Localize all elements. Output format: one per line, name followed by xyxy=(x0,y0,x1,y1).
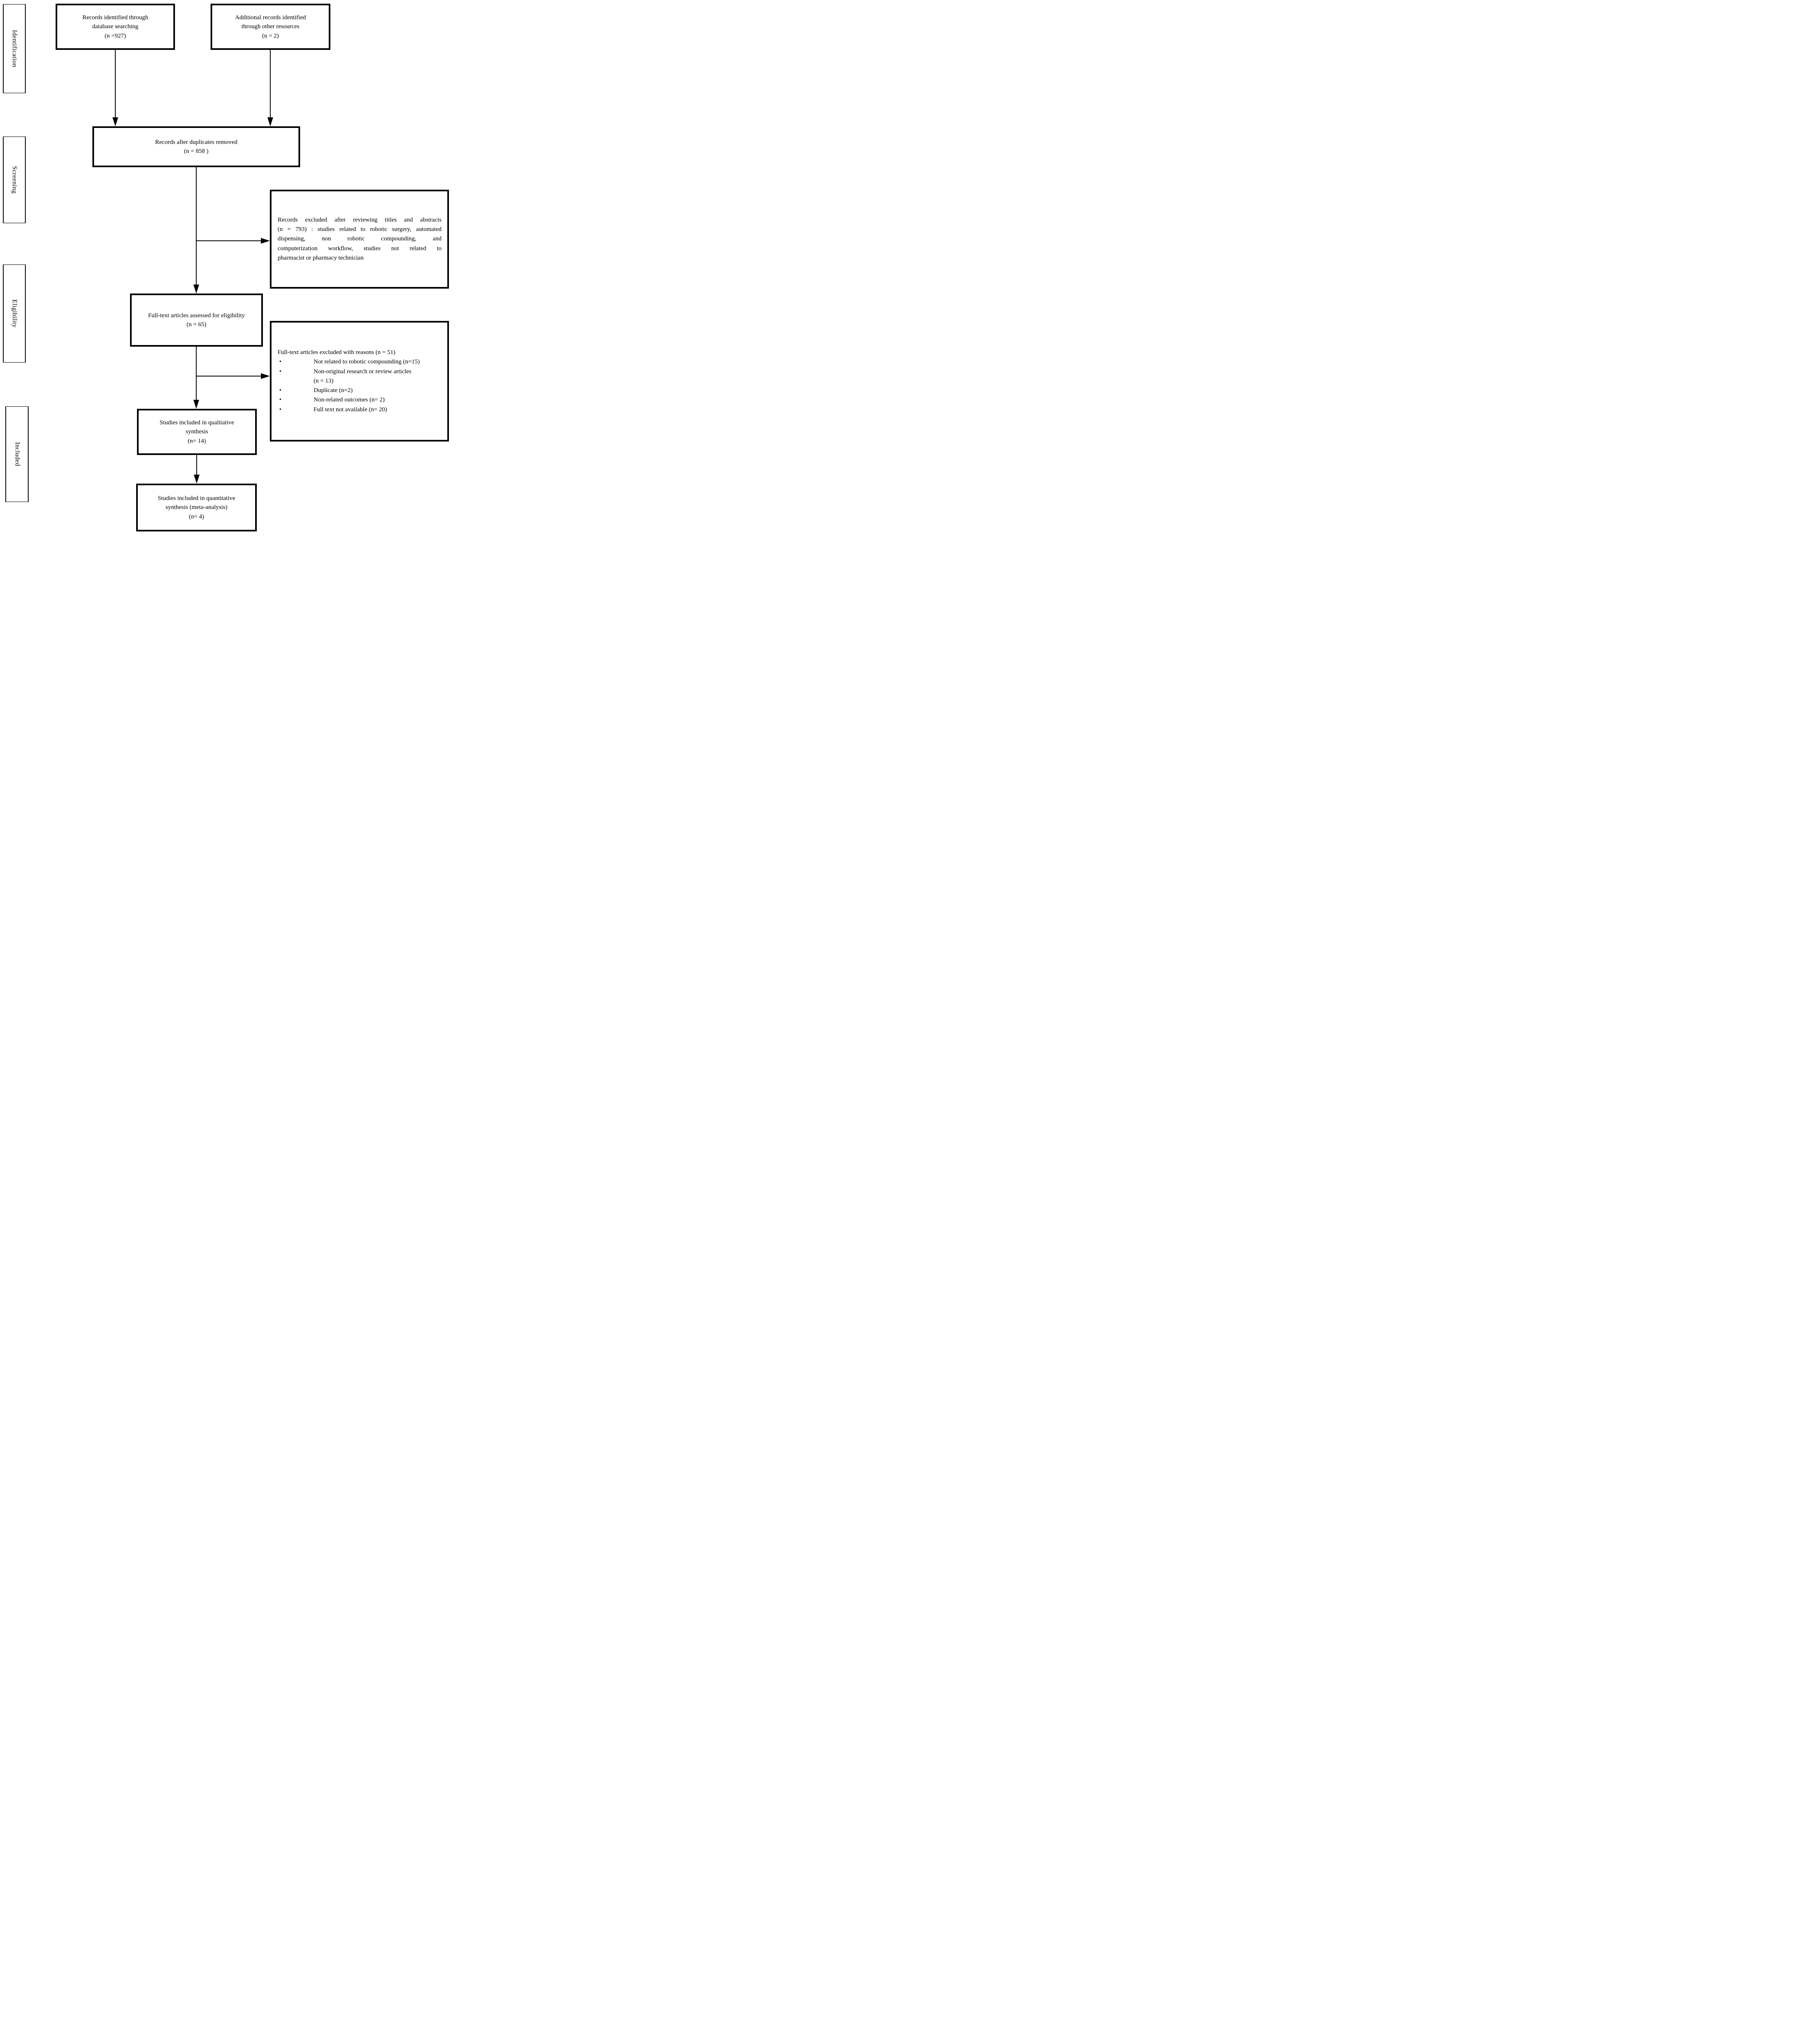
arrowhead-down-icon xyxy=(267,117,273,126)
box-text-line: (n= 4) xyxy=(188,513,204,520)
connector-qualitative-to-quantitative xyxy=(196,455,197,475)
stage-label-included: Included xyxy=(13,442,21,466)
prisma-flow-diagram: Identification Screening Eligibility Inc… xyxy=(0,0,451,534)
box-text-line: Duplicate (n=2) xyxy=(314,387,353,394)
stage-label-identification: Identification xyxy=(11,30,18,67)
box-text-line: Non-related outcomes (n= 2) xyxy=(314,397,385,403)
flow-box-records-identified: Records identified through database sear… xyxy=(56,4,175,50)
box-text-line: (n= 14) xyxy=(188,437,206,444)
box-text-line: (n = 858 ) xyxy=(184,148,209,155)
flow-box-duplicates-removed: Records after duplicates removed (n = 85… xyxy=(92,126,300,167)
excluded-reason-item: • Non-original research or review articl… xyxy=(278,367,442,386)
bullet-icon: • xyxy=(279,368,282,375)
bullet-icon: • xyxy=(279,397,282,403)
box-text-line: (n = 793) : studies related to robotic s… xyxy=(278,226,442,233)
box-text-line: Not related to robotic compounding (n=15… xyxy=(314,359,420,365)
box-text-line: Full-text articles assessed for eligibil… xyxy=(148,312,245,319)
box-text-line: (n = 2) xyxy=(262,32,279,39)
connector-branch-to-fulltext-excluded xyxy=(196,376,261,377)
bullet-icon: • xyxy=(279,359,282,365)
stage-box-eligibility: Eligibility xyxy=(3,264,26,363)
box-text-line: database searching xyxy=(92,23,139,30)
box-text-line: pharmacist or pharmacy technician xyxy=(278,254,364,261)
box-text-line: Studies included in quantitative xyxy=(157,495,236,502)
stage-label-screening: Screening xyxy=(11,166,18,194)
arrowhead-right-icon xyxy=(261,238,270,244)
connector-branch-to-excluded-abstracts xyxy=(196,240,261,241)
box-text-line: (n = 13) xyxy=(314,377,334,384)
stage-box-included: Included xyxy=(5,406,29,502)
arrowhead-right-icon xyxy=(261,373,270,379)
box-text-line: synthesis xyxy=(185,428,208,435)
bullet-icon: • xyxy=(279,387,282,394)
box-text-line: Studies included in qualitative xyxy=(159,419,234,426)
flow-box-records-excluded-abstracts: Records excluded after reviewing titles … xyxy=(270,190,449,289)
stage-box-screening: Screening xyxy=(3,137,26,223)
box-text-line: dispensing, non robotic compounding, and xyxy=(278,235,442,242)
arrowhead-down-icon xyxy=(194,475,200,484)
stage-label-eligibility: Eligibility xyxy=(11,299,18,328)
box-text-line: (n = 65) xyxy=(186,321,206,328)
box-text-line: (n =927) xyxy=(104,32,126,39)
connector-additional-to-duplicates xyxy=(270,50,271,119)
box-text-line: Non-original research or review articles xyxy=(314,368,412,375)
box-text-line: synthesis (meta-analysis) xyxy=(165,504,228,511)
box-text-line: Additional records identified xyxy=(235,14,306,21)
flow-box-quantitative-synthesis: Studies included in quantitative synthes… xyxy=(136,484,257,531)
excluded-reason-item: • Not related to robotic compounding (n=… xyxy=(278,357,442,367)
box-text-line: Records after duplicates removed xyxy=(155,139,238,146)
box-text-line: Records excluded after reviewing titles … xyxy=(278,216,442,223)
excluded-reason-item: • Full text not available (n= 20) xyxy=(278,405,442,415)
box-text-line: Full text not available (n= 20) xyxy=(314,406,387,413)
box-text-line: Records identified through xyxy=(82,14,148,21)
arrowhead-down-icon xyxy=(112,117,118,126)
flow-box-fulltext-assessed: Full-text articles assessed for eligibil… xyxy=(130,294,263,347)
arrowhead-down-icon xyxy=(193,400,199,409)
connector-identified-to-duplicates xyxy=(115,50,116,119)
excluded-reason-item: • Non-related outcomes (n= 2) xyxy=(278,395,442,405)
flow-box-additional-records: Additional records identified through ot… xyxy=(211,4,330,50)
connector-duplicates-to-fulltext xyxy=(196,167,197,286)
bullet-icon: • xyxy=(279,406,282,413)
excluded-reasons-title: Full-text articles excluded with reasons… xyxy=(278,349,395,356)
flow-box-fulltext-excluded: Full-text articles excluded with reasons… xyxy=(270,321,449,442)
excluded-reason-item: • Duplicate (n=2) xyxy=(278,386,442,395)
connector-fulltext-to-qualitative xyxy=(196,347,197,401)
stage-box-identification: Identification xyxy=(3,4,26,93)
flow-box-qualitative-synthesis: Studies included in qualitative synthesi… xyxy=(137,409,257,455)
box-text-line: computerization workflow, studies not re… xyxy=(278,245,442,252)
box-text-line: through other resources xyxy=(241,23,300,30)
arrowhead-down-icon xyxy=(193,285,199,294)
